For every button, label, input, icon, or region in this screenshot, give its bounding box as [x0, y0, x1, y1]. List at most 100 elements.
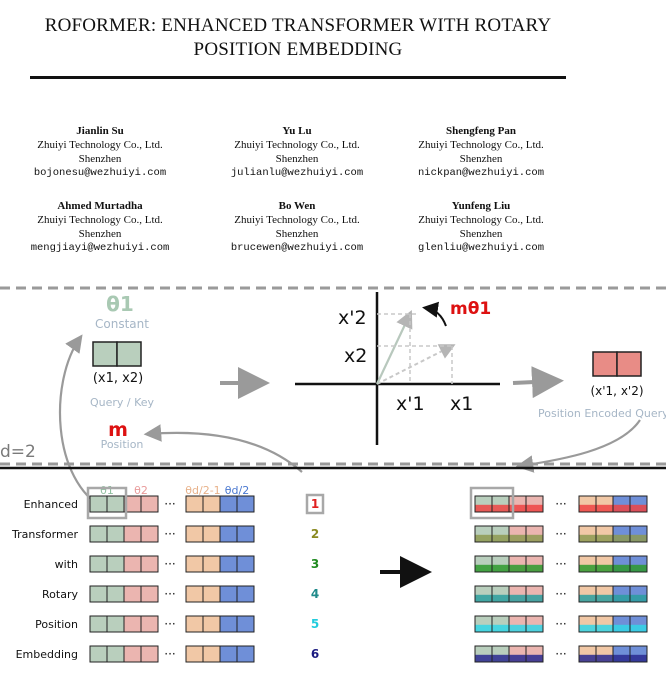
rope-figure: θ1 Constant (x1, x2) Query / Key m Posit… [0, 286, 666, 663]
input-cell [202, 585, 221, 603]
author-card: Bo Wen Zhuiyi Technology Co., Ltd. Shenz… [202, 199, 392, 255]
output-cell-shade [579, 654, 596, 662]
input-cell [123, 525, 142, 543]
output-cell-shade [475, 504, 492, 512]
input-cell [89, 645, 108, 663]
output-cell-shade [492, 594, 509, 602]
paper-title-line-2: POSITION EMBEDDING [193, 39, 403, 60]
author-name: Bo Wen [278, 200, 316, 212]
input-cell [185, 585, 204, 603]
output-cell-shade [630, 594, 647, 602]
output-cell-shade [613, 654, 630, 662]
output-cell-shade [579, 594, 596, 602]
output-cell-shade [475, 534, 492, 542]
vector-rotated [376, 310, 413, 385]
axis-label-x2: x2 [344, 345, 367, 367]
author-affiliation: Zhuiyi Technology Co., Ltd. [234, 214, 360, 226]
input-cell [219, 495, 238, 513]
title-rule [30, 76, 566, 79]
highlight-frame [469, 486, 515, 520]
axis-label-x1: x1 [450, 393, 473, 415]
input-ellipsis: ··· [164, 617, 175, 631]
arrow-to-encoded [512, 366, 564, 399]
input-cell [89, 495, 108, 513]
output-cell-shade [526, 594, 543, 602]
theta-header: θd/2-1 [185, 484, 220, 497]
input-cell [140, 555, 159, 573]
output-cell-shade [492, 564, 509, 572]
author-email[interactable]: nickpan@wezhuiyi.com [417, 167, 545, 179]
author-affiliation: Zhuiyi Technology Co., Ltd. [418, 139, 544, 151]
input-cell [123, 585, 142, 603]
output-cell-shade [509, 564, 526, 572]
input-ellipsis: ··· [164, 557, 175, 571]
input-cell [89, 615, 108, 633]
input-ellipsis: ··· [164, 647, 175, 661]
author-email[interactable]: glenliu@wezhuiyi.com [417, 242, 545, 254]
author-name: Yunfeng Liu [451, 200, 511, 212]
output-cell-shade [613, 564, 630, 572]
output-cell-shade [492, 504, 509, 512]
author-affiliation: Zhuiyi Technology Co., Ltd. [418, 214, 544, 226]
position-label: Position [101, 438, 144, 451]
author-email[interactable]: brucewen@wezhuiyi.com [230, 242, 364, 254]
position-number: 3 [311, 557, 319, 571]
input-cell [202, 645, 221, 663]
axis-label-x1-rotated: x'1 [396, 393, 425, 415]
author-card: Shengfeng Pan Zhuiyi Technology Co., Ltd… [386, 124, 576, 180]
output-cell-shade [630, 624, 647, 632]
encoded-label: Position Encoded Query / Key [538, 407, 666, 420]
output-ellipsis: ··· [555, 587, 566, 601]
input-cell [202, 615, 221, 633]
input-cell [140, 585, 159, 603]
input-cell [106, 615, 125, 633]
author-affiliation: Zhuiyi Technology Co., Ltd. [37, 214, 163, 226]
author-name: Yu Lu [282, 125, 312, 137]
author-email[interactable]: julianlu@wezhuiyi.com [230, 167, 364, 179]
output-cell-shade [509, 654, 526, 662]
output-cell-shade [630, 534, 647, 542]
author-email[interactable]: bojonesu@wezhuiyi.com [33, 167, 167, 179]
dimension-label: d=2 [0, 442, 36, 462]
input-cell [219, 615, 238, 633]
output-ellipsis: ··· [555, 527, 566, 541]
author-city: Shenzhen [459, 228, 503, 240]
output-cell-shade [526, 654, 543, 662]
author-email[interactable]: mengjiayi@wezhuiyi.com [30, 242, 170, 254]
output-cell-shade [526, 534, 543, 542]
position-symbol: m [108, 419, 128, 441]
output-ellipsis: ··· [555, 617, 566, 631]
input-cell [185, 615, 204, 633]
author-city: Shenzhen [275, 153, 319, 165]
rotation-arc-icon [422, 301, 447, 327]
input-cell [185, 525, 204, 543]
output-cell-shade [613, 594, 630, 602]
token-rows: Enhanced···1···Transformer···2···with···… [11, 486, 648, 663]
author-affiliation: Zhuiyi Technology Co., Ltd. [37, 139, 163, 151]
output-cell-shade [509, 504, 526, 512]
output-cell-shade [475, 654, 492, 662]
author-name: Shengfeng Pan [446, 125, 516, 137]
input-cell [236, 525, 255, 543]
rotation-angle-label: mθ1 [450, 299, 491, 319]
query-cell-x2 [116, 341, 142, 367]
encoded-cell-x1 [592, 351, 618, 377]
output-cell-shade [613, 624, 630, 632]
input-cell [219, 525, 238, 543]
token-word: Embedding [16, 648, 78, 661]
position-number: 5 [311, 617, 319, 631]
input-cell [140, 645, 159, 663]
output-cell-shade [509, 624, 526, 632]
output-cell-shade [596, 654, 613, 662]
author-card: Yunfeng Liu Zhuiyi Technology Co., Ltd. … [386, 199, 576, 255]
query-cell-x1 [92, 341, 118, 367]
output-cell-shade [492, 534, 509, 542]
constant-label: Constant [95, 317, 149, 331]
position-number: 4 [311, 587, 319, 601]
input-ellipsis: ··· [164, 527, 175, 541]
output-cell-shade [526, 624, 543, 632]
input-cell [106, 555, 125, 573]
highlight-frame [305, 493, 325, 515]
input-cell [202, 495, 221, 513]
input-cell [140, 525, 159, 543]
